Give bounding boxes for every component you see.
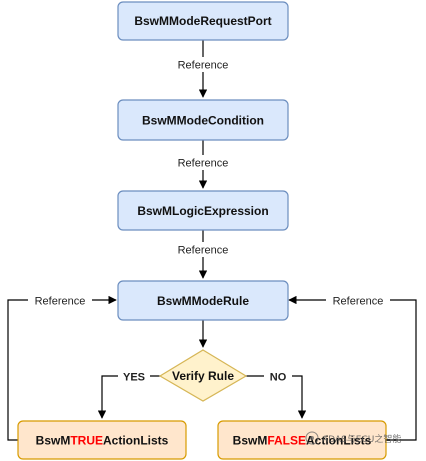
svg-text:Reference: Reference — [178, 158, 229, 170]
svg-text:BswMFALSEActionLists: BswMFALSEActionLists — [233, 434, 372, 448]
false-lists-suffix: ActionLists — [306, 434, 372, 448]
svg-text:Reference: Reference — [35, 296, 86, 308]
edge-label-reference-left: Reference — [28, 293, 92, 308]
edge-label-reference-3: Reference — [171, 242, 235, 257]
edge-false-lists-feedback — [288, 295, 417, 441]
false-lists-prefix: BswM — [233, 434, 268, 448]
true-lists-highlight: TRUE — [70, 434, 103, 448]
edge-label-reference-2: Reference — [171, 155, 235, 170]
svg-text:BswMTRUEActionLists: BswMTRUEActionLists — [36, 434, 169, 448]
edge-label-yes: YES — [118, 369, 150, 384]
svg-text:Reference: Reference — [333, 296, 384, 308]
node-logic-expression[interactable]: BswMLogicExpression — [117, 190, 289, 231]
svg-text:BswMModeRequestPort: BswMModeRequestPort — [134, 14, 271, 28]
node-verify-rule[interactable]: Verify Rule — [158, 349, 248, 402]
edge-label-reference-1: Reference — [171, 57, 235, 72]
edge-label-no: NO — [264, 369, 292, 384]
edge-label-reference-right: Reference — [326, 293, 390, 308]
svg-text:BswMModeCondition: BswMModeCondition — [142, 114, 264, 128]
node-mode-condition[interactable]: BswMModeCondition — [117, 99, 289, 141]
true-lists-suffix: ActionLists — [103, 434, 169, 448]
node-true-action-lists[interactable]: BswMTRUEActionLists — [17, 420, 187, 460]
edge-true-lists-feedback — [7, 295, 117, 441]
svg-text:Verify Rule: Verify Rule — [172, 369, 234, 383]
true-lists-prefix: BswM — [36, 434, 71, 448]
svg-text:BswMModeRule: BswMModeRule — [157, 294, 249, 308]
node-mode-request-port[interactable]: BswMModeRequestPort — [117, 1, 289, 41]
svg-text:BswMLogicExpression: BswMLogicExpression — [137, 204, 268, 218]
watermark: ADAS与ECU之智能 — [305, 431, 401, 445]
svg-text:Reference: Reference — [178, 60, 229, 72]
false-lists-highlight: FALSE — [267, 434, 306, 448]
svg-text:Reference: Reference — [178, 245, 229, 257]
svg-text:YES: YES — [123, 372, 145, 384]
node-false-action-lists[interactable]: BswMFALSEActionLists — [217, 420, 387, 460]
node-mode-rule[interactable]: BswMModeRule — [117, 280, 289, 321]
svg-text:NO: NO — [270, 372, 287, 384]
svg-text:ADAS与ECU之智能: ADAS与ECU之智能 — [322, 433, 401, 445]
